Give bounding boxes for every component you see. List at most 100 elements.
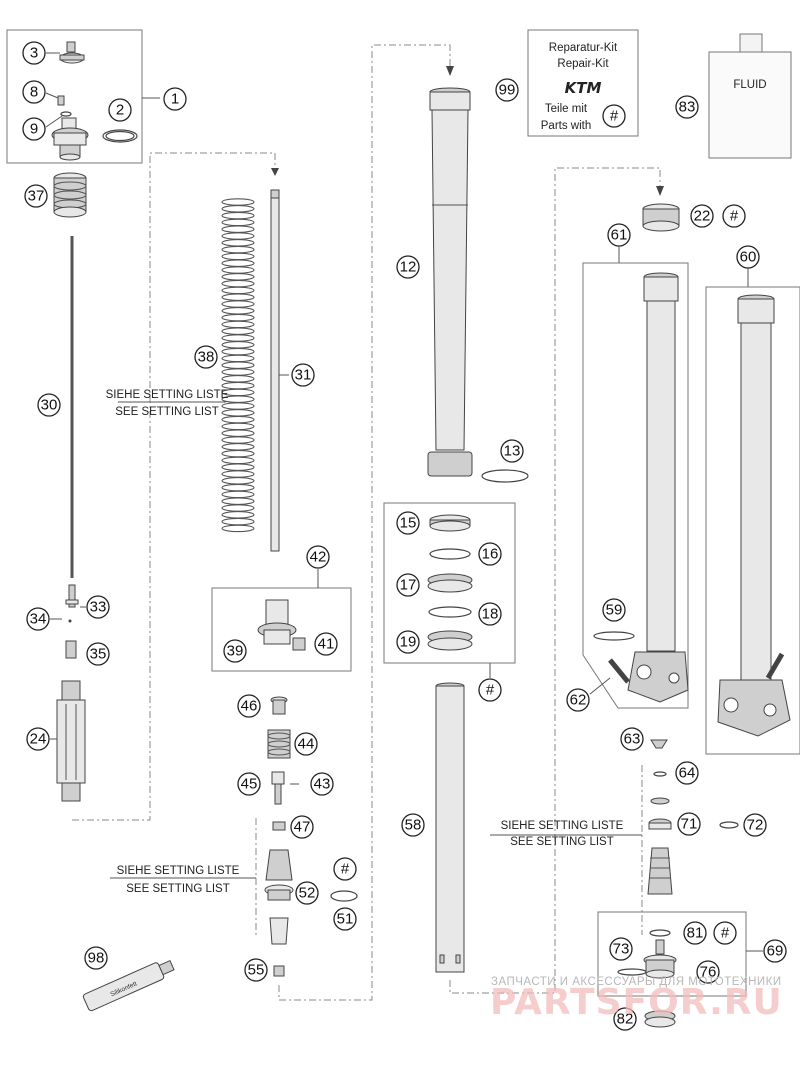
label-18: 18 — [478, 602, 502, 626]
setting-note-2-en: SEE SETTING LIST — [126, 883, 230, 895]
base-valve-box — [597, 911, 747, 997]
svg-text:72: 72 — [747, 817, 764, 834]
spring-coil — [221, 225, 255, 233]
label-61: 61 — [607, 223, 631, 247]
nut-part-3 — [59, 41, 85, 64]
label-22: 22 — [690, 204, 714, 228]
svg-text:KTM: KTM — [565, 79, 602, 97]
inner-tube-part-58 — [435, 682, 465, 973]
label-81: 81 — [683, 921, 707, 945]
label-58: 58 — [401, 813, 425, 837]
svg-text:#: # — [730, 208, 739, 225]
setting-note-3-de: SIEHE SETTING LISTE — [501, 820, 624, 832]
svg-text:#: # — [721, 925, 730, 942]
svg-text:43: 43 — [314, 776, 331, 793]
label-39: 39 — [223, 639, 247, 663]
cap-assembly-box — [6, 29, 143, 164]
spring-coil — [221, 524, 255, 533]
label-47: 47 — [290, 815, 314, 839]
svg-text:62: 62 — [570, 692, 587, 709]
ring-part-9 — [60, 111, 72, 117]
cap-part-46 — [270, 696, 288, 715]
spring-coil — [221, 402, 255, 410]
spring-coil — [221, 517, 255, 526]
spring-coil — [221, 245, 255, 254]
base-valve-part-76 — [643, 939, 677, 979]
label-24: 24 — [26, 727, 50, 751]
label-hash-2: # — [478, 678, 502, 702]
label-63: 63 — [620, 727, 644, 751]
spring-coil — [221, 239, 255, 247]
label-69: 69 — [763, 939, 787, 963]
spring-coil — [221, 511, 255, 519]
nut-part-63 — [650, 739, 668, 749]
lower-leg-part-60 — [717, 294, 791, 737]
label-44: 44 — [294, 732, 318, 756]
label-34: 34 — [26, 607, 50, 631]
svg-text:Reparatur-Kit: Reparatur-Kit — [549, 42, 618, 54]
outer-tube-part-12 — [427, 87, 473, 477]
svg-text:41: 41 — [318, 636, 335, 653]
spring-coil — [221, 490, 255, 499]
spring-coil — [221, 307, 255, 315]
label-38: 38 — [194, 345, 218, 369]
svg-text:12: 12 — [400, 259, 417, 276]
svg-text:13: 13 — [504, 443, 521, 460]
shim-stack-part-52 — [264, 849, 294, 945]
label-hash-3: # — [722, 204, 746, 228]
svg-text:55: 55 — [248, 962, 265, 979]
svg-text:3: 3 — [30, 45, 38, 62]
svg-text:99: 99 — [499, 82, 516, 99]
svg-text:69: 69 — [767, 943, 784, 960]
spring-coil — [221, 279, 255, 288]
label-72: 72 — [743, 813, 767, 837]
svg-text:9: 9 — [30, 121, 38, 138]
spring-coil — [221, 409, 255, 417]
piston-assembly-box — [211, 587, 352, 672]
label-73: 73 — [609, 937, 633, 961]
label-3: 3 — [22, 41, 46, 65]
dust-seal-part-19 — [427, 630, 473, 651]
svg-text:39: 39 — [227, 643, 244, 660]
svg-text:18: 18 — [482, 606, 499, 623]
fluid-can-part-83: FLUID — [708, 33, 792, 159]
cap-part-82 — [644, 1010, 676, 1028]
label-76: 76 — [696, 960, 720, 984]
svg-text:15: 15 — [400, 515, 417, 532]
svg-text:46: 46 — [241, 698, 258, 715]
spring-coil — [221, 198, 255, 206]
spring-coil — [221, 361, 255, 369]
label-42: 42 — [306, 545, 330, 569]
svg-text:44: 44 — [298, 736, 315, 753]
svg-text:76: 76 — [700, 964, 717, 981]
setting-note-1-en: SEE SETTING LIST — [115, 406, 219, 418]
left-leg-box — [582, 262, 689, 709]
shim-stack-part-71 — [647, 847, 673, 895]
lower-leg-part-61 — [627, 272, 689, 703]
svg-text:34: 34 — [30, 611, 47, 628]
label-35: 35 — [86, 642, 110, 666]
nut-part-55 — [273, 965, 285, 977]
oring-part-2 — [102, 129, 138, 143]
svg-text:8: 8 — [30, 84, 38, 101]
label-45: 45 — [237, 772, 261, 796]
preload-tube-part-31 — [270, 189, 280, 552]
spring-part-35 — [65, 640, 77, 659]
svg-text:63: 63 — [624, 731, 641, 748]
svg-text:#: # — [341, 861, 350, 878]
label-8: 8 — [22, 80, 46, 104]
svg-text:45: 45 — [241, 776, 258, 793]
spring-coil — [221, 456, 255, 465]
spring-part-38 — [221, 198, 255, 533]
nut-part-41 — [292, 637, 306, 651]
right-leg-box — [705, 286, 800, 755]
label-16: 16 — [478, 542, 502, 566]
label-33: 33 — [86, 595, 110, 619]
label-98: 98 — [84, 946, 108, 970]
svg-text:61: 61 — [611, 227, 628, 244]
ring-part-72 — [719, 821, 739, 829]
label-13: 13 — [500, 439, 524, 463]
svg-text:81: 81 — [687, 925, 704, 942]
repair-kit-card: Reparatur-Kit Repair-Kit KTM Teile mit P… — [527, 29, 639, 137]
setting-note-2-de: SIEHE SETTING LISTE — [117, 865, 240, 877]
